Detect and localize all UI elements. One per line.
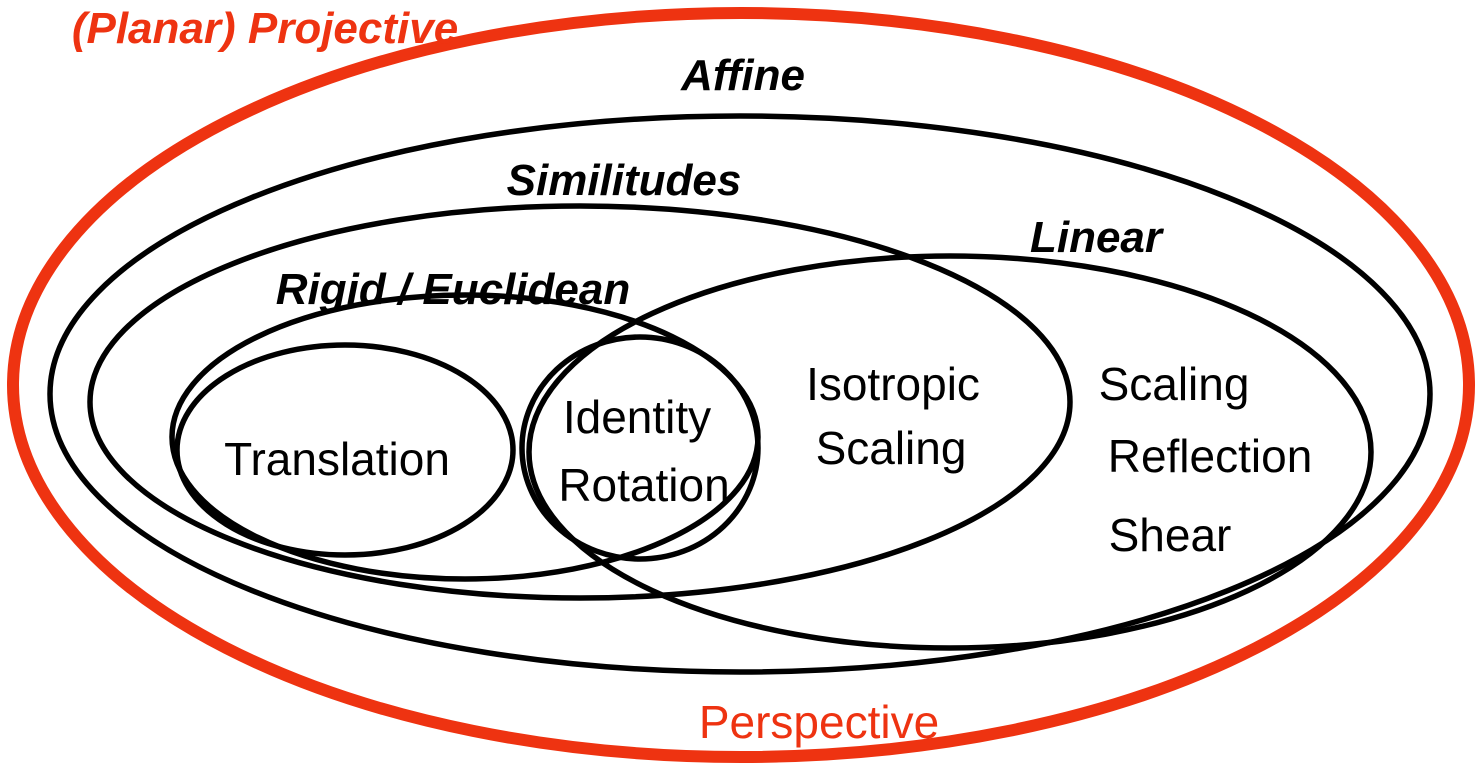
label-similitudes: Similitudes <box>506 156 742 205</box>
label-scaling: Scaling <box>1098 358 1250 410</box>
label-rigid-euclidean: Rigid / Euclidean <box>275 265 631 314</box>
label-reflection: Reflection <box>1107 430 1313 482</box>
label-rotation: Rotation <box>558 459 730 511</box>
affine-ellipse <box>47 113 1433 675</box>
translation-ellipse <box>174 342 516 558</box>
label-isotropic-scaling: Scaling <box>815 422 967 474</box>
label-perspective: Perspective <box>698 696 940 748</box>
similitudes-ellipse <box>87 203 1073 601</box>
projective-ellipse <box>7 7 1475 763</box>
label-shear: Shear <box>1108 509 1232 561</box>
label-affine: Affine <box>681 51 805 100</box>
label-identity: Identity <box>562 391 712 443</box>
label-isotropic: Isotropic <box>806 358 980 410</box>
label-planar-projective: (Planar) Projective <box>71 4 459 53</box>
label-linear: Linear <box>1029 213 1163 262</box>
identity-rotation-ellipse <box>519 334 761 562</box>
label-translation: Translation <box>224 433 450 485</box>
linear-ellipse <box>526 253 1374 651</box>
